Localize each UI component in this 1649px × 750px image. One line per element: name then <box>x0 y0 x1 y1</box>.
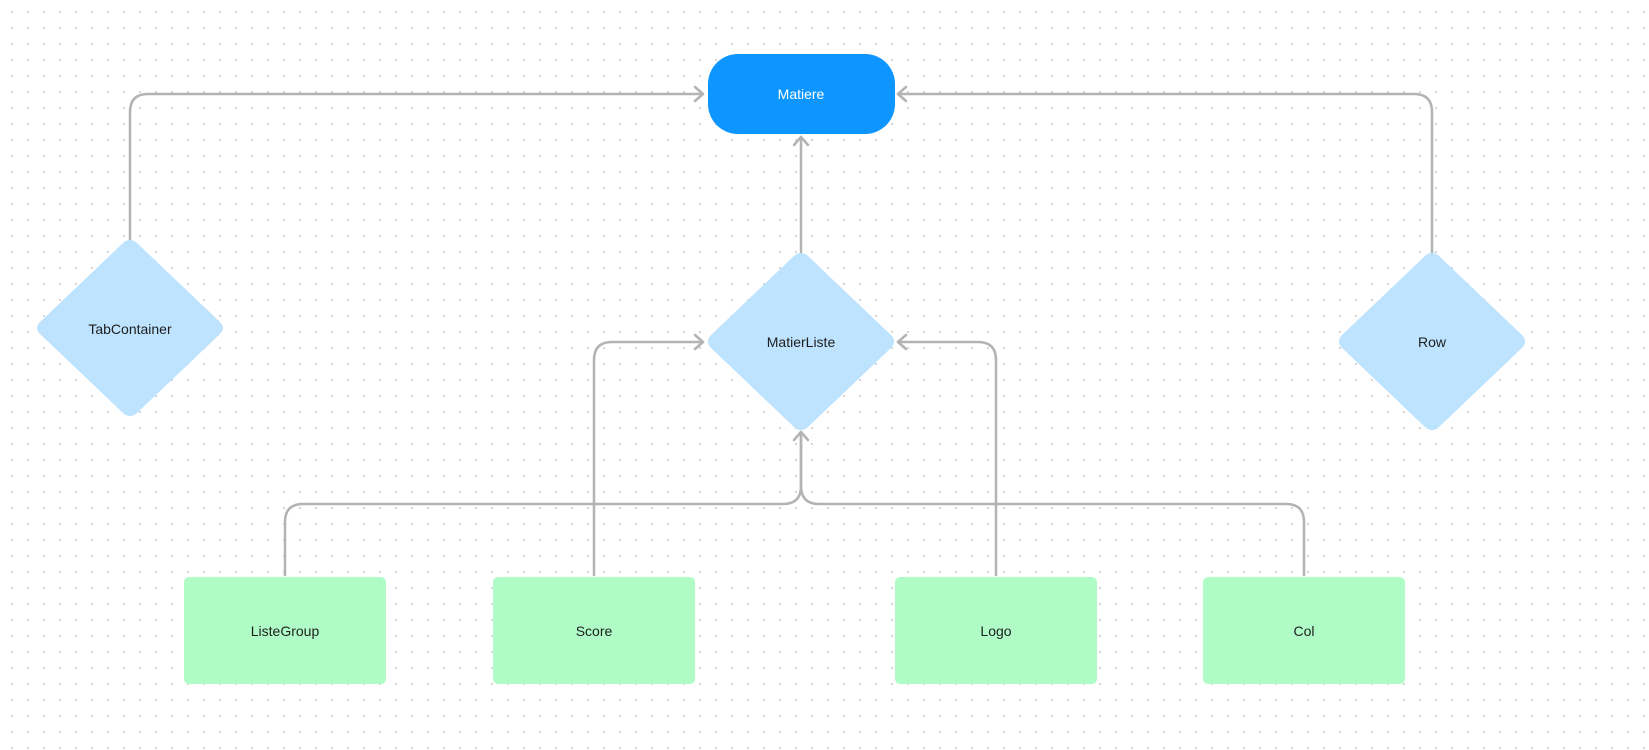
matiere-label: Matiere <box>778 86 825 102</box>
node-matierliste[interactable]: MatierListe <box>708 253 894 430</box>
row-label: Row <box>1418 334 1447 350</box>
tabcontainer-label: TabContainer <box>88 321 172 337</box>
edges <box>128 85 1434 577</box>
arrowhead-icon <box>896 85 908 103</box>
arrowhead-icon <box>896 333 908 351</box>
listegroup-label: ListeGroup <box>251 623 320 639</box>
score-label: Score <box>576 623 613 639</box>
row-shape <box>1339 253 1525 430</box>
tabcontainer-shape <box>37 240 223 416</box>
arrowhead-icon <box>792 135 810 147</box>
node-row[interactable]: Row <box>1339 253 1525 430</box>
node-tabcontainer[interactable]: TabContainer <box>37 240 223 416</box>
matierliste-label: MatierListe <box>767 334 836 350</box>
node-listegroup[interactable]: ListeGroup <box>184 577 386 684</box>
listegroup-shape <box>184 577 386 684</box>
col-shape <box>1203 577 1405 684</box>
node-logo[interactable]: Logo <box>895 577 1097 684</box>
edge-row-to-matiere <box>896 92 1434 255</box>
arrowhead-icon <box>693 333 705 351</box>
edge-col-to-matierliste <box>799 430 1306 577</box>
edge-listegroup-to-matierliste <box>283 430 803 577</box>
node-matiere[interactable]: Matiere <box>708 54 895 134</box>
matiere-shape <box>708 54 895 134</box>
arrowhead-icon <box>792 430 810 442</box>
matierliste-shape <box>708 253 894 430</box>
score-shape <box>493 577 695 684</box>
logo-shape <box>895 577 1097 684</box>
arrowhead-icon <box>693 85 705 103</box>
edge-score-to-matierliste <box>592 340 705 577</box>
node-col[interactable]: Col <box>1203 577 1405 684</box>
edge-logo-to-matierliste <box>896 340 998 577</box>
col-label: Col <box>1293 623 1314 639</box>
edge-tabcontainer-to-matiere <box>128 92 705 242</box>
node-score[interactable]: Score <box>493 577 695 684</box>
logo-label: Logo <box>980 623 1011 639</box>
